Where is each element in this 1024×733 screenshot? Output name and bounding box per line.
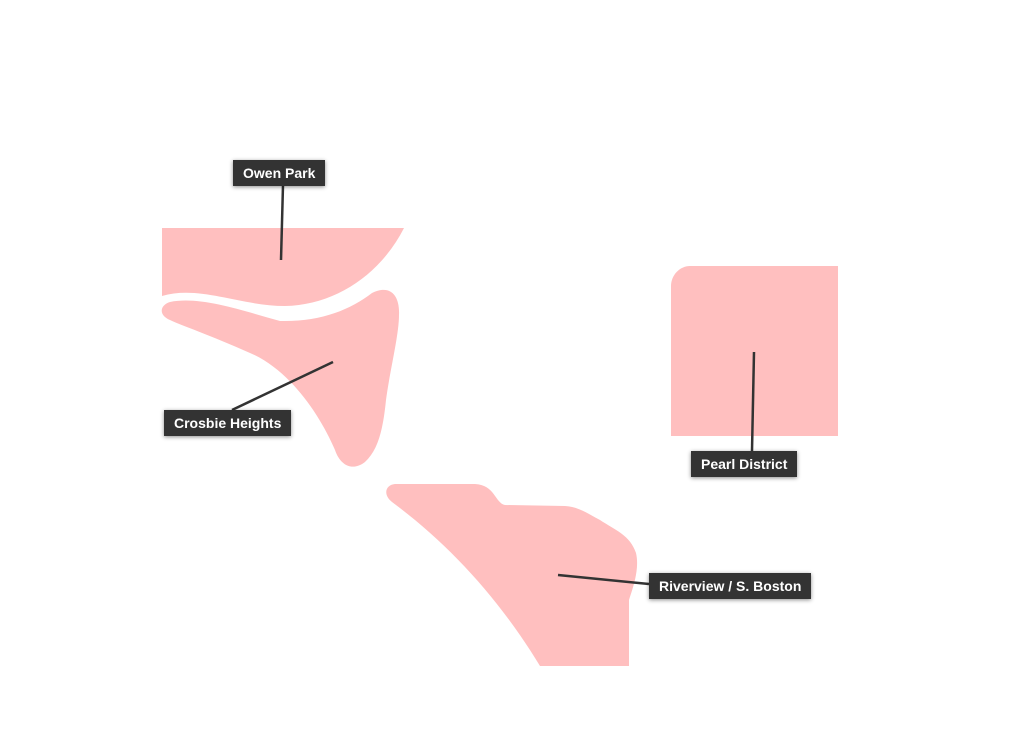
label-riverview[interactable]: Riverview / S. Boston <box>649 573 812 599</box>
leader-line-riverview <box>557 573 650 586</box>
leader-line-owen-park <box>279 184 285 261</box>
leader-line-crosbie-heights <box>231 360 334 412</box>
region-pearl-district[interactable] <box>671 266 838 436</box>
region-owen-park[interactable] <box>162 228 404 306</box>
region-crosbie-heights[interactable] <box>161 289 400 467</box>
region-riverview[interactable] <box>386 484 638 666</box>
label-owen-park[interactable]: Owen Park <box>233 160 326 186</box>
leader-line-pearl-district <box>750 351 756 452</box>
label-crosbie-heights[interactable]: Crosbie Heights <box>164 410 292 436</box>
label-pearl-district[interactable]: Pearl District <box>691 451 798 477</box>
